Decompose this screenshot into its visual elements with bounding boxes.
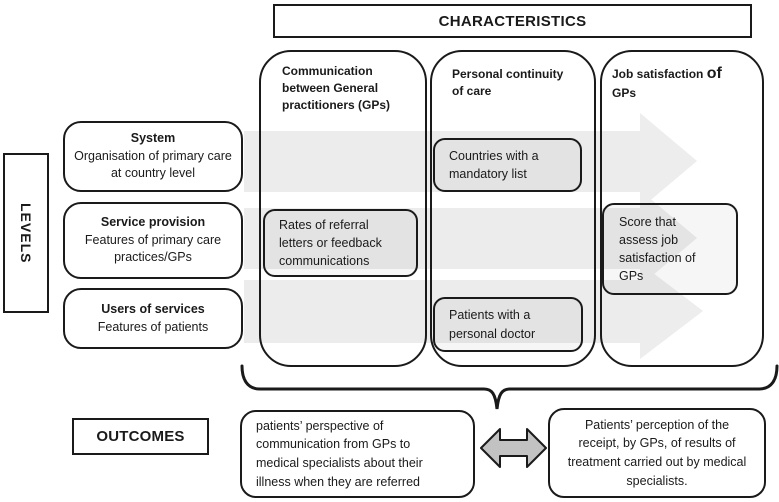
level-system-description: Organisation of primary care at country … [74,148,232,181]
cell-patients-personal-doctor: Patients with a personal doctor [433,297,583,352]
header-text: Job satisfaction [612,67,707,81]
cell-text: Score that assess job satisfaction of GP… [619,214,696,284]
cell-text: Patients with a personal doctor [449,308,536,341]
column-communication-header: Communication between General practition… [282,64,391,112]
outcome-patient-perspective: patients’ perspective of communication f… [240,410,475,498]
column-job-satisfaction-header: Job satisfaction of GPs [612,63,746,102]
header-emphasis: of [706,65,722,82]
outcome-text: patients’ perspective of communication f… [256,418,423,489]
level-service-provision-description: Features of primary care practices/GPs [84,232,222,265]
header-text: GPs [612,86,637,101]
column-personal-continuity-header: Personal continuity of care [452,67,564,98]
level-system: System Organisation of primary care at c… [63,121,243,192]
cell-job-satisfaction-score: Score that assess job satisfaction of GP… [602,203,738,295]
underbrace-icon [240,364,779,410]
outcomes-label: OUTCOMES [72,418,209,455]
outcome-text: Patients’ perception of the receipt, by … [567,417,747,488]
level-users-description: Features of patients [97,319,209,334]
level-users-title: Users of services [101,302,205,316]
level-users: Users of services Features of patients [63,288,243,349]
level-system-title: System [130,131,176,146]
level-service-provision-title: Service provision [100,215,206,230]
level-service-provision: Service provision Features of primary ca… [63,202,243,279]
cell-countries-mandatory-list: Countries with a mandatory list [433,138,582,192]
characteristics-header: CHARACTERISTICS [273,4,752,38]
flow-ribbon-service-provision [244,208,640,269]
levels-label: LEVELS [3,153,49,313]
cell-text: Countries with a mandatory list [449,148,539,181]
right-arrow-icon [640,263,703,359]
flow-ribbon-users [244,280,640,343]
cell-text: Rates of referral letters or feedback co… [279,217,382,269]
double-arrow-icon [480,428,547,468]
outcome-patient-perception: Patients’ perception of the receipt, by … [548,408,766,498]
cell-referral-rates: Rates of referral letters or feedback co… [263,209,418,277]
